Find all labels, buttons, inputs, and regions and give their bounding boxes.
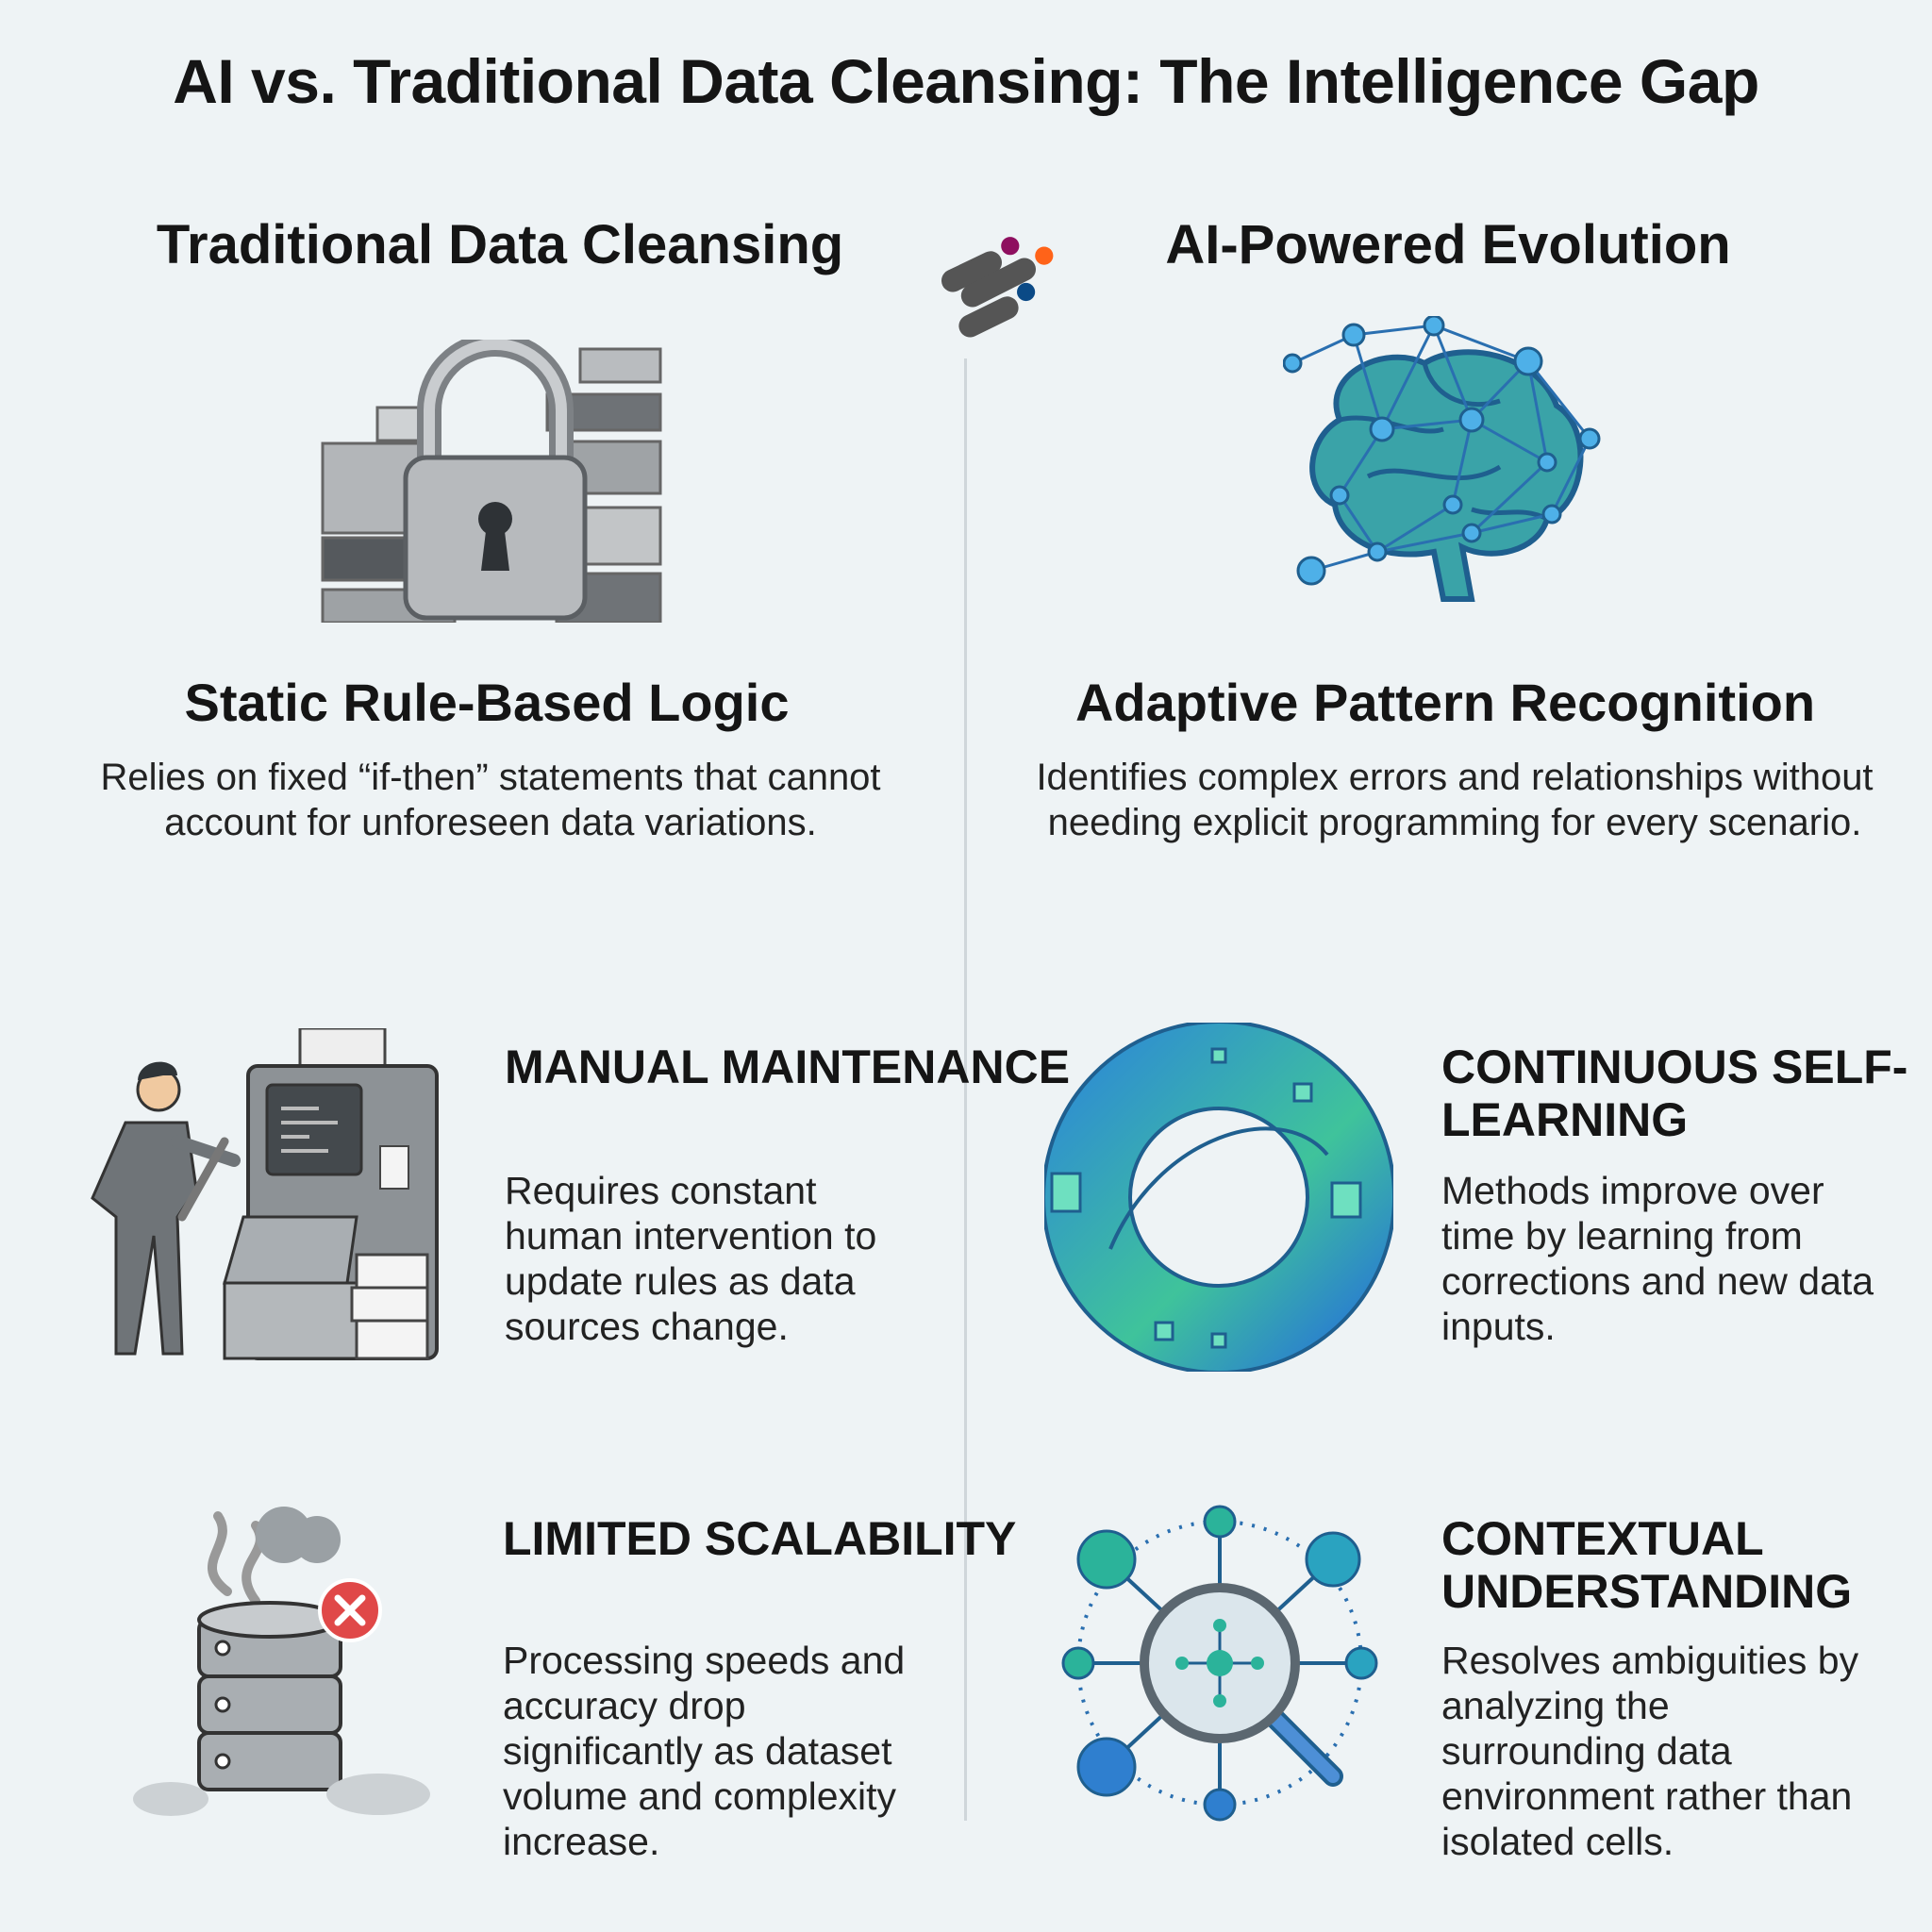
context-network-magnifier-icon	[1061, 1505, 1378, 1822]
static-logic-title: Static Rule-Based Logic	[184, 673, 790, 732]
limited-scalability-title: Limited Scalability	[503, 1512, 1017, 1565]
continuous-learning-title: Continuous Self-Learning	[1441, 1041, 1908, 1146]
contextual-understanding-title: Contextual Understanding	[1441, 1512, 1853, 1618]
brand-logo-icon	[941, 237, 1054, 338]
limited-scalability-description: Processing speeds and accuracy drop sign…	[503, 1639, 906, 1863]
left-column-heading: Traditional Data Cleansing	[156, 214, 844, 275]
technician-machine-icon	[91, 1028, 439, 1360]
static-logic-description: Relies on fixed “if-then” statements tha…	[100, 757, 881, 843]
padlock-icon	[321, 340, 662, 623]
manual-maintenance-title: Manual Maintenance	[505, 1041, 1071, 1093]
neural-brain-icon	[1283, 316, 1601, 602]
adaptive-recognition-title: Adaptive Pattern Recognition	[1074, 673, 1816, 732]
adaptive-recognition-description: Identifies complex errors and relationsh…	[1036, 757, 1874, 843]
learning-loop-icon	[1044, 1023, 1393, 1372]
page-title: AI vs. Traditional Data Cleansing: The I…	[173, 46, 1759, 116]
failing-database-icon	[133, 1507, 430, 1816]
contextual-understanding-description: Resolves ambiguities by analyzing the su…	[1441, 1639, 1859, 1863]
column-divider	[964, 358, 967, 1821]
continuous-learning-description: Methods improve over time by learning fr…	[1441, 1169, 1874, 1348]
manual-maintenance-description: Requires constant human intervention to …	[505, 1169, 877, 1348]
right-column-heading: AI-Powered Evolution	[1165, 214, 1731, 275]
